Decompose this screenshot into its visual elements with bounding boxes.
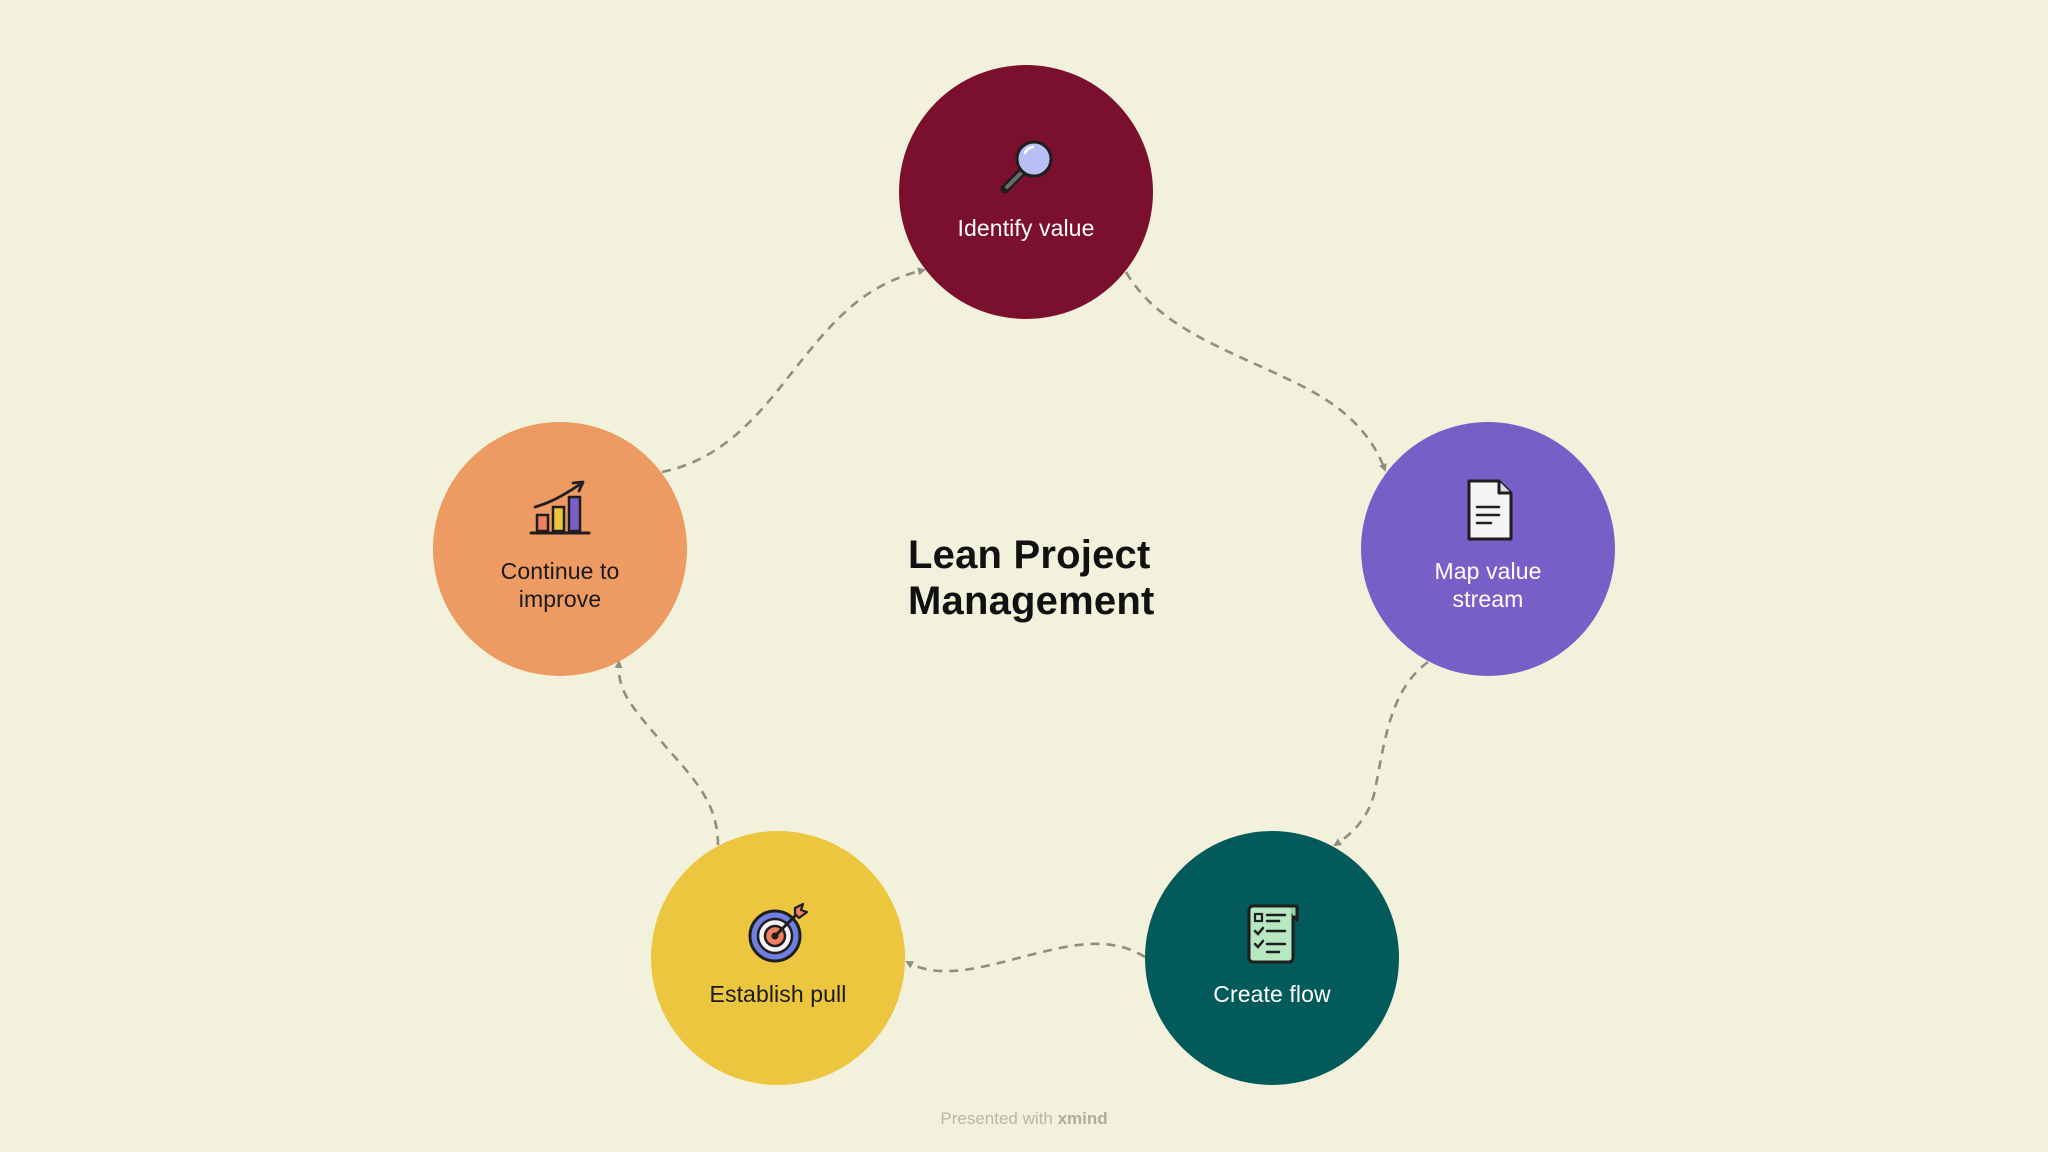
footer-credit: Presented with xmind xyxy=(0,1109,2048,1129)
connector-improve-to-identify xyxy=(661,267,926,474)
connector-identify-to-map xyxy=(1124,271,1387,472)
node-establish-pull[interactable]: Establish pull xyxy=(651,831,905,1085)
diagram-title: Lean Project Management xyxy=(908,532,1208,624)
magnifier-icon xyxy=(993,134,1059,200)
node-label-map-value-stream: Map value stream xyxy=(1398,557,1578,613)
footer-brand-logo: xmind xyxy=(1057,1109,1108,1128)
connector-pull-to-improve xyxy=(614,660,720,846)
title-line: Management xyxy=(908,579,1155,623)
node-map-value-stream[interactable]: Map value stream xyxy=(1361,422,1615,676)
checklist-icon xyxy=(1239,900,1305,966)
node-identify-value[interactable]: Identify value xyxy=(899,65,1153,319)
target-icon xyxy=(745,900,811,966)
footer-prefix: Presented with xyxy=(940,1109,1053,1128)
node-label-line: stream xyxy=(1452,586,1524,612)
node-label-line: improve xyxy=(518,586,602,612)
document-icon xyxy=(1455,477,1521,543)
node-label-continue-to-improve: Continue to improve xyxy=(470,557,650,613)
node-create-flow[interactable]: Create flow xyxy=(1145,831,1399,1085)
node-label-line: Map value xyxy=(1434,558,1542,584)
title-line: Lean Project xyxy=(908,533,1151,577)
node-label-identify-value: Identify value xyxy=(957,215,1095,241)
node-label-establish-pull: Establish pull xyxy=(709,981,847,1007)
node-label-line: Continue to xyxy=(500,558,620,584)
connector-flow-to-pull xyxy=(905,942,1146,973)
node-continue-to-improve[interactable]: Continue to improve xyxy=(433,422,687,676)
connector-map-to-flow xyxy=(1333,660,1429,847)
growth-chart-icon xyxy=(527,477,593,543)
node-label-create-flow: Create flow xyxy=(1213,981,1331,1007)
